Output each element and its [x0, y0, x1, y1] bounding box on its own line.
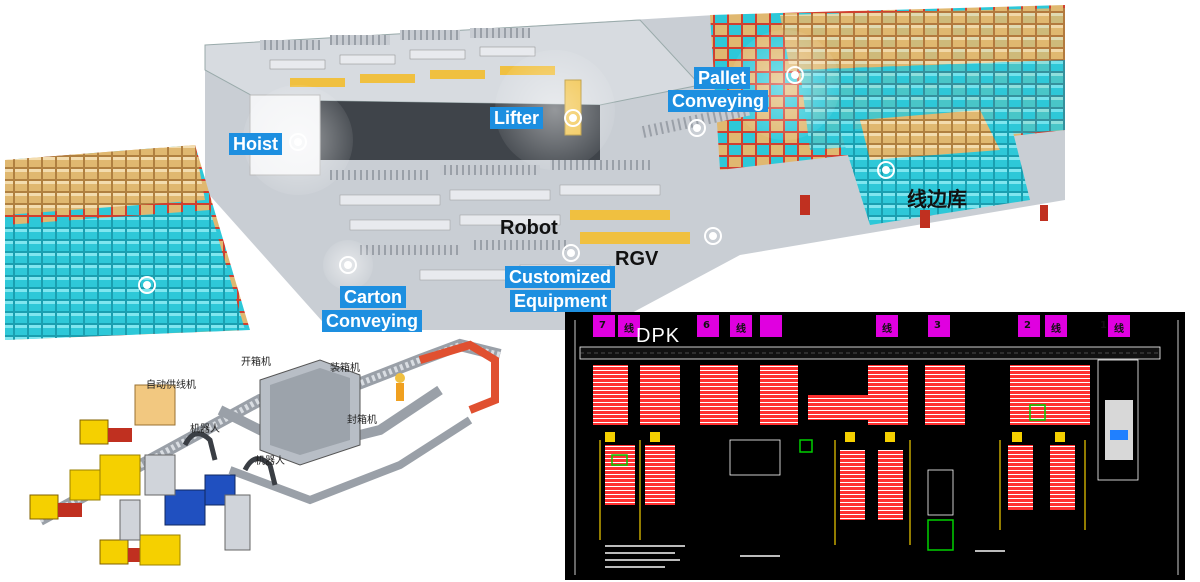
- rgv-label: RGV: [615, 248, 659, 270]
- left-storage-tan-boxes: [5, 145, 205, 215]
- cad-lane-label: 线: [1051, 324, 1061, 335]
- cad-white-outlines: [574, 320, 1179, 575]
- cad-lane-label: 3: [934, 320, 941, 331]
- packer-label: 装箱机: [330, 363, 360, 374]
- red-conveyor-curve: [418, 340, 499, 414]
- warehouse-render: [5, 5, 1065, 340]
- cad-lane-headers: [593, 315, 1130, 337]
- cad-lane-label: 线: [624, 324, 634, 335]
- cad-layout: [565, 312, 1185, 580]
- pallet-conveying-label-line1: Pallet: [694, 67, 751, 89]
- lifter-highlight: [495, 50, 615, 170]
- robot-b-label: 机器人: [255, 456, 285, 467]
- sealer-label: 封箱机: [347, 415, 377, 426]
- marker-rings: [138, 66, 895, 294]
- carton-conveying-label-line1: Carton: [340, 286, 406, 308]
- packing-line-illustration: [0, 338, 565, 582]
- cad-lane-label: 线: [882, 324, 892, 335]
- cad-lane-label: 线: [736, 324, 746, 335]
- hoist-label: Hoist: [229, 133, 282, 155]
- customized-equipment-label-line1: Customized: [505, 266, 616, 288]
- pallet-stacks: [69, 384, 236, 566]
- cad-green-elements: [611, 404, 1046, 551]
- unpacker-label: 开箱机: [241, 357, 271, 368]
- lifter-label: Lifter: [490, 107, 543, 129]
- robot-a-label: 机器人: [190, 424, 220, 435]
- customized-equipment-label-line2: Equipment: [510, 290, 611, 312]
- pallet-conveying-label-line2: Conveying: [668, 90, 769, 112]
- pallet-highlight: [730, 30, 840, 140]
- cad-lane-label: 6: [703, 320, 710, 331]
- left-storage-teal-boxes: [5, 210, 245, 340]
- robot-label: Robot: [500, 217, 558, 239]
- cad-rack-blocks: [593, 365, 1090, 520]
- cad-lane-label: 7: [599, 320, 606, 331]
- cad-lane-label: 2: [1024, 320, 1031, 331]
- cad-title: DPK: [636, 325, 681, 347]
- cad-yellow-tags: [605, 432, 1065, 442]
- cad-yellow-lines: [599, 440, 1086, 545]
- lineside-storage-label: 线边库: [907, 187, 967, 211]
- carton-conveying-label-line2: Conveying: [322, 310, 423, 332]
- cad-lane-label: 线: [1114, 324, 1124, 335]
- cad-text-lines: [605, 545, 1005, 568]
- auto-depalletizer-label: 自动供线机: [146, 380, 196, 391]
- cad-lane-label: 1: [1100, 320, 1107, 331]
